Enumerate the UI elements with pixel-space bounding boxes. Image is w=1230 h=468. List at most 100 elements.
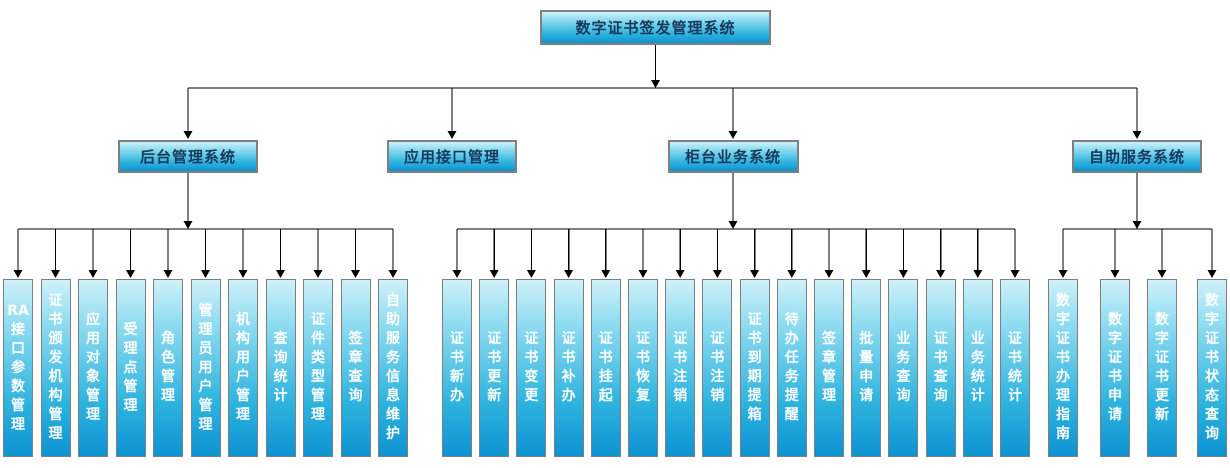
leaf-label-char: 书 — [561, 350, 576, 366]
leaf-label-char: 书 — [1155, 369, 1169, 385]
leaf-label-char: 查 — [933, 369, 948, 385]
leaf-label-char: 象 — [86, 369, 100, 385]
leaf-label-char: 类 — [311, 350, 325, 366]
leaf-label-char: 理 — [1056, 388, 1070, 404]
leaf-label-char: 书 — [933, 350, 948, 366]
leaf-label-char: 管 — [11, 397, 25, 414]
leaf-label-char: 数 — [1108, 312, 1122, 328]
leaf-label-char: 指 — [1056, 407, 1070, 423]
leaf-label-char: 对 — [86, 350, 100, 366]
leaf-label-char: 受 — [123, 321, 138, 338]
leaf-label-char: 管 — [198, 302, 213, 319]
leaf-label-char: 证 — [311, 312, 325, 328]
leaf-node: 批量申请 — [851, 279, 882, 457]
leaf-label-char: 复 — [636, 388, 650, 404]
leaf-label-char: 办 — [450, 388, 464, 404]
leaf-label-char: 计 — [273, 388, 288, 404]
leaf-node: 角色管理 — [153, 279, 183, 457]
leaf-label-char: 提 — [784, 388, 799, 404]
leaf-label-char: 口 — [11, 340, 25, 357]
leaf-label-char: 询 — [896, 388, 911, 404]
leaf-label-char: 自 — [386, 293, 400, 309]
leaf-label-char: 理 — [123, 340, 138, 357]
leaf-node: 证书颁发机构管理 — [40, 279, 71, 457]
leaf-label-char: 理 — [123, 397, 138, 414]
leaf-label-char: 员 — [198, 340, 213, 357]
leaf-node: 签章查询 — [340, 279, 371, 457]
leaf-label-char: 统 — [970, 369, 985, 385]
leaf-label-char: 证 — [487, 331, 502, 347]
leaf-label-char: 书 — [673, 350, 688, 366]
leaf-label-char: 字 — [1155, 331, 1169, 347]
leaf-label-char: 机 — [48, 369, 63, 385]
leaf-label-char: 管 — [123, 378, 138, 395]
leaf-label-char: 数 — [1155, 312, 1169, 328]
leaf-label-char: 理 — [86, 407, 100, 423]
leaf-label-char: 询 — [933, 388, 948, 404]
leaf-label-char: 数 — [1056, 293, 1070, 309]
leaf-label-char: 注 — [710, 369, 725, 385]
leaf-label-char: 管 — [86, 388, 100, 404]
leaf-label-char: 证 — [1108, 350, 1122, 366]
leaf-label-char: 证 — [710, 331, 725, 347]
leaf-label-char: 证 — [1155, 350, 1169, 366]
leaf-label-char: 用 — [236, 350, 250, 366]
root-node: 数字证书签发管理系统 — [540, 10, 771, 45]
leaf-label-char: 管 — [48, 407, 63, 423]
leaf-label-char: 更 — [1155, 388, 1169, 404]
leaf-label-char: 查 — [1205, 407, 1219, 423]
leaf-label-char: 新 — [450, 369, 464, 385]
leaf-label-char: 书 — [450, 350, 464, 366]
leaf-node: 证书挂起 — [590, 279, 621, 457]
leaf-label-char: 信 — [386, 369, 400, 385]
leaf-label-char: 请 — [859, 388, 874, 404]
leaf-label-char: 业 — [970, 331, 985, 347]
leaf-label-char: 护 — [386, 426, 400, 442]
leaf-label-char: 字 — [1205, 312, 1219, 328]
leaf-node: 证件类型管理 — [303, 279, 333, 457]
leaf-label-char: 点 — [123, 359, 138, 376]
leaf-label-char: 书 — [487, 350, 502, 366]
leaf-label-char: 理 — [198, 321, 213, 338]
leaf-label-char: 证 — [524, 331, 539, 347]
leaf-node: 证书注销 — [702, 279, 733, 457]
leaf-label-char: 服 — [386, 331, 400, 347]
leaf-label-char: 挂 — [598, 369, 613, 385]
leaf-label-char: 维 — [386, 407, 400, 423]
leaf-label-char: 书 — [598, 350, 613, 366]
leaf-label-char: 发 — [48, 350, 63, 366]
leaf-label-char: 证 — [1008, 331, 1022, 347]
leaf-label-char: 务 — [386, 350, 400, 366]
leaf-label-char: 证 — [1056, 331, 1070, 347]
leaf-label-char: 管 — [822, 369, 836, 385]
leaf-label-char: 字 — [1056, 312, 1070, 328]
leaf-node: 证书注销 — [665, 279, 696, 457]
leaf-label-char: 理 — [311, 407, 325, 423]
leaf-label-char: 期 — [747, 369, 762, 385]
leaf-label-char: 章 — [822, 350, 836, 366]
leaf-node: 自助服务信息维护 — [378, 279, 408, 457]
leaf-node: 待办任务提醒 — [776, 279, 807, 457]
leaf-label-char: 书 — [710, 350, 725, 366]
branch-node: 后台管理系统 — [118, 140, 258, 173]
leaf-label-char: 管 — [161, 369, 175, 385]
leaf-label-char: 务 — [970, 350, 985, 366]
leaf-label-char: 态 — [1205, 388, 1219, 404]
leaf-label-char: 证 — [636, 331, 650, 347]
leaf-label-char: 申 — [859, 369, 874, 385]
leaf-label-char: 新 — [487, 388, 502, 404]
leaf-node: 应用对象管理 — [78, 279, 108, 457]
leaf-label-char: 办 — [784, 331, 799, 347]
connector-arrowheads — [13, 80, 1217, 278]
leaf-label-char: 接 — [11, 321, 25, 338]
leaf-label-char: 提 — [747, 388, 762, 404]
connector-line-path — [17, 45, 1213, 270]
leaf-label-char: 任 — [784, 350, 799, 366]
leaf-node: 证书变更 — [516, 279, 547, 457]
leaf-label-char: 证 — [598, 331, 613, 347]
leaf-label-char: 章 — [348, 350, 363, 366]
leaf-label-char: 机 — [236, 312, 250, 328]
leaf-label-char: 批 — [859, 331, 874, 347]
leaf-node: 受理点管理 — [115, 279, 146, 457]
